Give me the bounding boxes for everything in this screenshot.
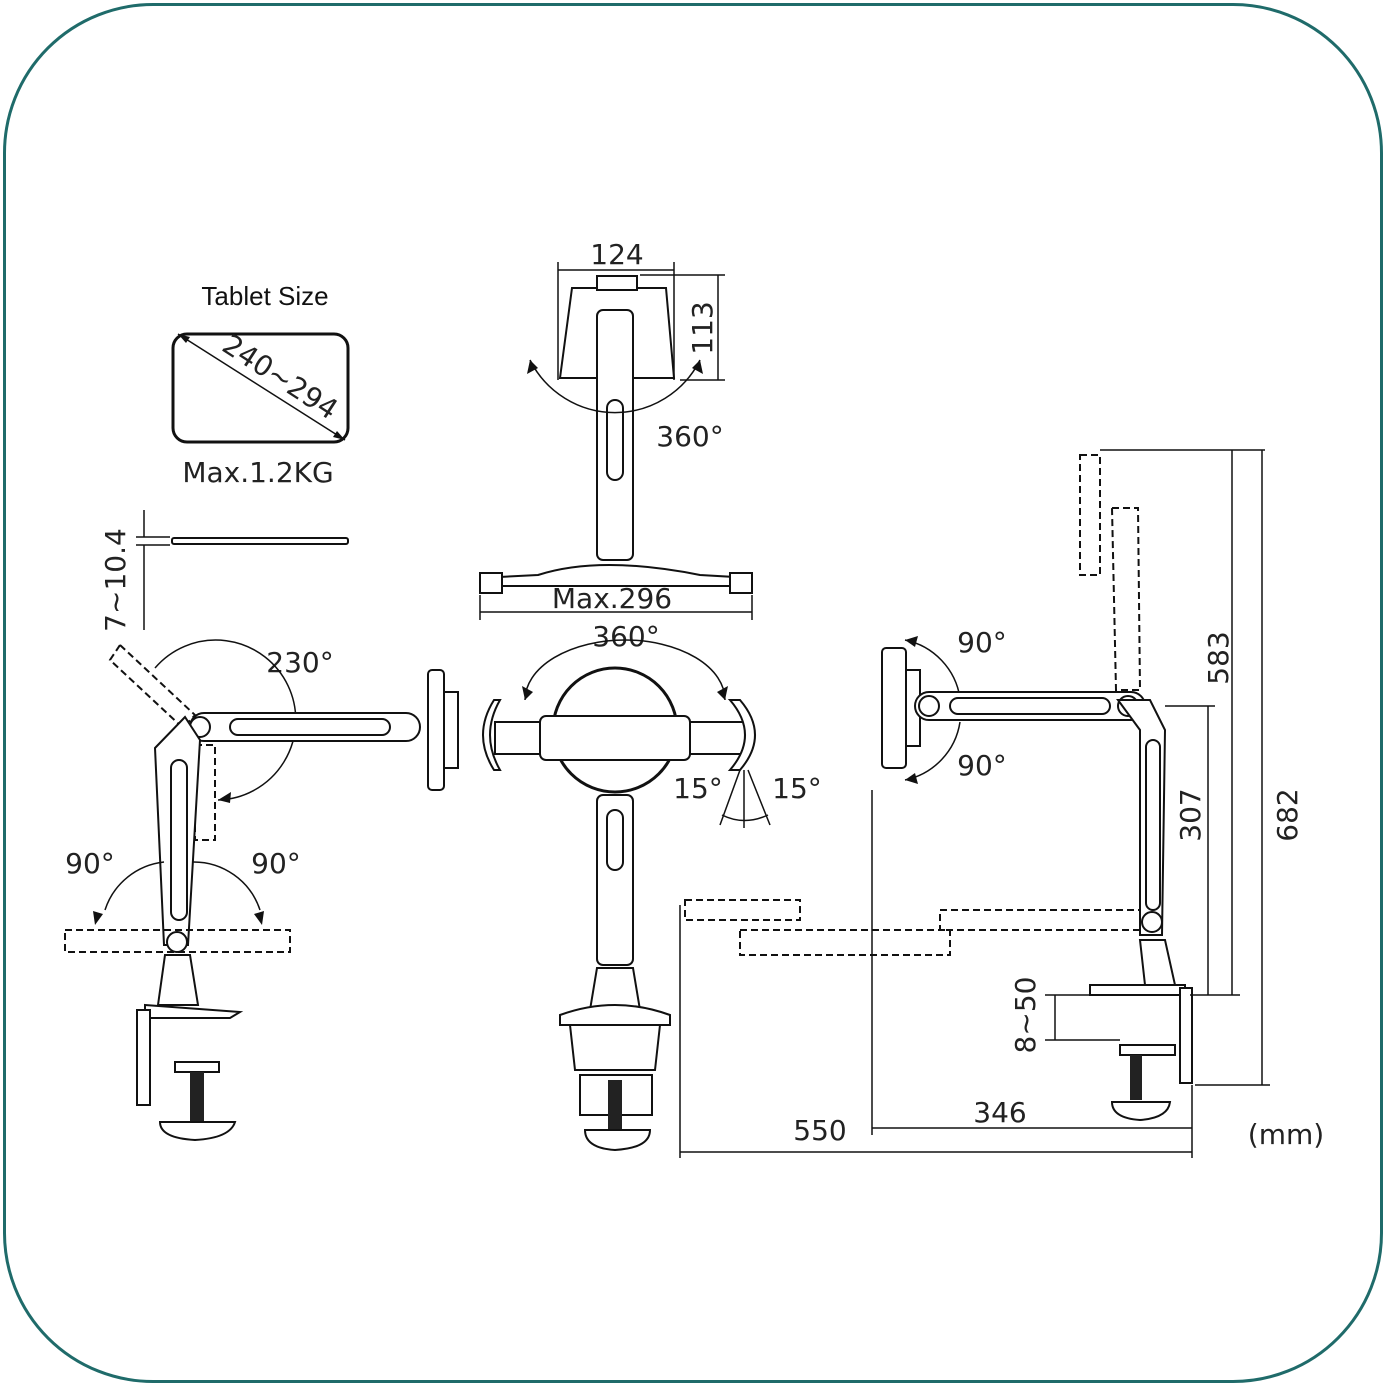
arrow-icon [522,686,533,700]
pivot-joint [918,695,940,717]
holder-ghost-extended [684,899,801,921]
unit-label: (mm) [1248,1118,1324,1151]
rotation-label: 360° [656,420,723,453]
tablet-holder [881,647,907,769]
front-view-diagram: 124 113 360° Max.296 [479,238,753,620]
arrow-icon [692,360,703,374]
arrow-icon [93,911,103,925]
clamp-body [568,1024,662,1071]
swing-label: 230° [266,646,333,679]
clamp-knob [583,1129,652,1152]
arm-ghost-extended [939,909,1141,931]
tilt-left-label: 15° [673,772,723,805]
side-view-diagram: 230° 90° 90° [64,639,459,1142]
left-angle-label: 90° [65,847,115,880]
arrow-icon [333,431,345,440]
arm-ghost [108,643,197,730]
arrow-icon [527,360,538,374]
outer-frame [3,3,1383,1383]
tablet-outline [171,332,350,444]
arm-slot [606,399,624,481]
holder-rotation-label: 360° [592,620,659,653]
pivot-joint [166,931,188,953]
desk-plate [144,1003,244,1019]
tablet-size-diagram: Tablet Size 240~294 Max.1.2KG [171,281,350,489]
arm-slot [229,718,391,736]
desk-plate [559,1004,671,1026]
tablet-size-title: Tablet Size [201,281,328,311]
arm-ghost-raised [1110,507,1142,691]
clamp-jaw [1119,1044,1176,1056]
arrow-icon [178,334,190,343]
height-total-label: 682 [1271,788,1304,841]
arm-slot [1145,739,1161,911]
clamp-screw [1130,1055,1142,1100]
arm-base [588,967,642,1011]
clamp-knob [158,1121,237,1142]
tilt-line [719,769,741,826]
rotation-arc [529,359,701,414]
arm-slot [606,809,624,871]
angle-arc-right [191,861,261,911]
holder-rotation-arc [524,639,726,701]
clamp-jaw [174,1061,220,1073]
tilt-arc [721,814,769,822]
arm-slot [170,759,188,921]
arrow-icon [905,636,918,647]
holder-ghost-raised [1079,454,1101,576]
thickness-label: 7~10.4 [99,528,132,632]
clamp-range-label: 8~50 [1009,977,1042,1054]
clamp-body [1179,987,1193,1084]
reach-pole-label: 346 [973,1096,1026,1129]
arrow-icon [905,773,918,784]
arrow-icon [717,686,728,700]
foot-left [479,572,503,594]
arrow-icon [254,911,264,925]
pivot-joint [1141,911,1163,933]
tablet-diagonal-label: 240~294 [217,328,344,427]
desk-plate [1089,984,1186,996]
height-upper-label: 583 [1202,631,1235,684]
max-load-label: Max.1.2KG [182,456,333,489]
max-width-label: Max.296 [552,582,672,615]
width-label: 124 [590,238,643,271]
height-pole-label: 307 [1174,788,1207,841]
holder-top-clip [596,275,638,291]
swing-arc [154,639,297,801]
holder-view-diagram: 360° 15° 15° [482,620,822,1152]
arrow-icon [218,792,231,803]
foot-right [729,572,753,594]
arm-base [156,954,200,1006]
right-angle-label: 90° [251,847,301,880]
tablet-diagonal-line [177,333,346,441]
arm-base [1138,939,1177,986]
clamp-knob [1110,1101,1172,1122]
tilt-down-label: 90° [957,749,1007,782]
holder-clip-left [482,699,502,771]
clamp-body [136,1009,151,1106]
clamp-screw [190,1072,204,1122]
tilt-up-label: 90° [957,626,1007,659]
height-label: 113 [686,301,719,354]
holder-plate [443,691,459,769]
holder-center [539,715,691,761]
profile-view-diagram: 90° 90° 583 682 307 8~50 [679,449,1324,1158]
reach-total-label: 550 [793,1114,846,1147]
arm-ghost-horizontal [64,929,291,953]
tilt-line [747,769,771,826]
angle-arc-left [104,861,165,911]
tablet-holder [427,669,445,791]
tilt-right-label: 15° [772,772,822,805]
tablet-edge [171,537,349,545]
arm-ghost-extended [739,929,951,956]
arm-slot [949,697,1111,715]
clamp-screw [608,1080,622,1130]
tablet-thickness-diagram: 7~10.4 [99,510,349,632]
